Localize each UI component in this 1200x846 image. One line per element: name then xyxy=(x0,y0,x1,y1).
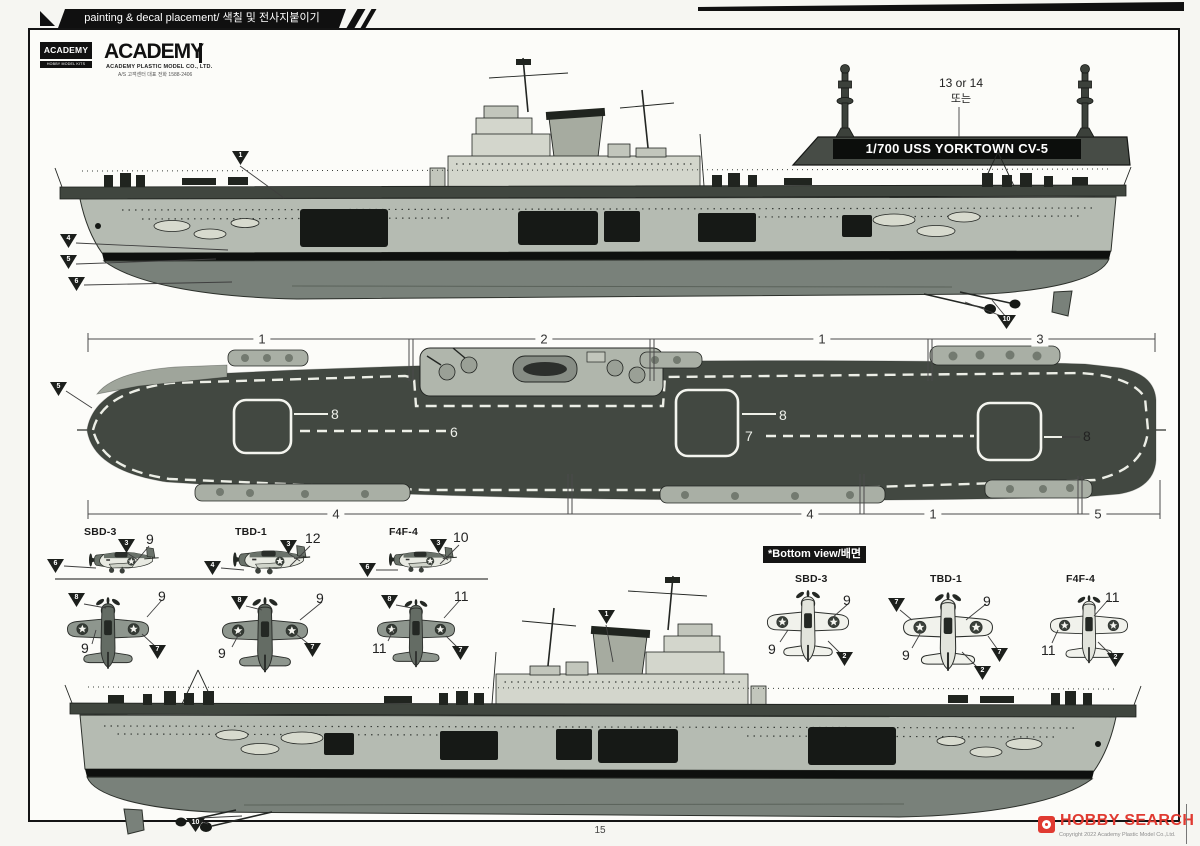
hobby-search-watermark: HOBBY SEARCH xyxy=(1060,812,1195,829)
scan-corner-mark xyxy=(1186,804,1187,844)
f4f4-bottom-decal-left: 11 xyxy=(1041,642,1056,658)
callout-elevator-aft: 8 xyxy=(1083,428,1091,444)
sbd3-side-label: SBD-3 xyxy=(84,526,117,538)
tbd1-top-view xyxy=(220,596,310,682)
callout-centerline-aft: 7 xyxy=(745,428,753,444)
tbd1-bottom-decal-right: 9 xyxy=(983,593,991,609)
stand-nameplate: 1/700 USS YORKTOWN CV-5 xyxy=(833,139,1081,159)
deck-dim-5: 5 xyxy=(1089,506,1107,522)
callout-centerline-fwd: 6 xyxy=(450,424,458,440)
f4f4-top-decal-left: 11 xyxy=(372,640,387,656)
sbd3-bottom-decal-left: 9 xyxy=(768,641,776,657)
f4f4-side-label: F4F-4 xyxy=(389,526,419,538)
academy-logotype: ACADEMY xyxy=(104,40,204,63)
service-phone-line: A/S 고객센터 대표 전화 1588-2406 xyxy=(118,72,193,78)
sbd3-top-decal-right: 9 xyxy=(158,588,166,604)
ship-side-view-top xyxy=(54,57,1132,317)
callout-elevator-mid: 8 xyxy=(779,407,787,423)
f4f4-top-view xyxy=(376,598,456,676)
academy-logo-box-subtitle: HOBBY MODEL KITS xyxy=(40,60,92,68)
section-title: painting & decal placement/ 색칠 및 전사지붙이기 xyxy=(58,9,346,28)
deck-dim-4: 4 xyxy=(327,506,345,522)
academy-logo-box: ACADEMY HOBBY MODEL KITS xyxy=(40,42,92,68)
stand-part-note: 13 or 14 xyxy=(938,76,984,90)
tbd1-side-view xyxy=(232,544,316,575)
bottom-view-label: *Bottom view/배면 xyxy=(763,546,866,563)
tbd1-top-decal-right: 9 xyxy=(316,590,324,606)
sbd3-bottom-decal-right: 9 xyxy=(843,592,851,608)
tbd1-bottom-decal-left: 9 xyxy=(902,647,910,663)
tbd1-fuselage-decal: 12 xyxy=(305,530,321,546)
academy-logo-box-title: ACADEMY xyxy=(40,42,92,59)
deck-dim-4b: 4 xyxy=(801,506,819,522)
callout-elevator-fwd: 8 xyxy=(331,406,339,422)
f4f4-top-decal-right: 11 xyxy=(454,588,469,604)
page-number: 15 xyxy=(594,825,606,836)
flight-deck-plan-view xyxy=(77,345,1166,504)
tbd1-side-label: TBD-1 xyxy=(235,526,267,538)
company-name: ACADEMY PLASTIC MODEL CO., LTD. xyxy=(106,64,213,70)
sbd3-fuselage-decal: 9 xyxy=(146,531,154,547)
deck-dim-1c: 1 xyxy=(924,506,942,522)
stand-part-note-kr: 또는 xyxy=(950,93,972,105)
f4f4-bottom-label: F4F-4 xyxy=(1066,573,1096,585)
sbd3-top-view xyxy=(66,596,150,678)
f4f4-fuselage-decal: 10 xyxy=(453,529,469,545)
sbd3-bottom-view xyxy=(766,588,850,672)
deck-dim-1: 1 xyxy=(253,331,271,347)
academy-logotype-bar xyxy=(199,43,202,63)
tbd1-bottom-label: TBD-1 xyxy=(930,573,962,585)
watermark-copyright: Copyright 2022 Academy Plastic Model Co.… xyxy=(1059,832,1176,838)
deck-dim-2: 2 xyxy=(535,331,553,347)
deck-dim-3: 3 xyxy=(1031,331,1049,347)
tbd1-top-decal-left: 9 xyxy=(218,645,226,661)
sbd3-bottom-label: SBD-3 xyxy=(795,573,828,585)
top-right-decorative-band xyxy=(698,2,1184,11)
hobby-search-icon xyxy=(1038,816,1055,833)
sbd3-top-decal-left: 9 xyxy=(81,640,89,656)
header-arrow-icon xyxy=(40,11,55,26)
f4f4-side-view xyxy=(388,546,462,573)
deck-dim-1b: 1 xyxy=(813,331,831,347)
f4f4-bottom-decal-right: 11 xyxy=(1105,589,1120,605)
